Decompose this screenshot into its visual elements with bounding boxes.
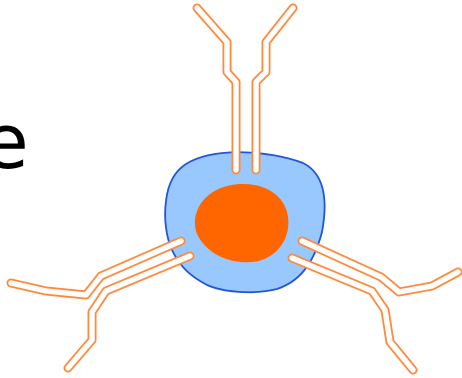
antibody-lower-left bbox=[11, 241, 190, 368]
antibody-top bbox=[197, 8, 293, 170]
antibody-lower-right bbox=[292, 241, 458, 370]
